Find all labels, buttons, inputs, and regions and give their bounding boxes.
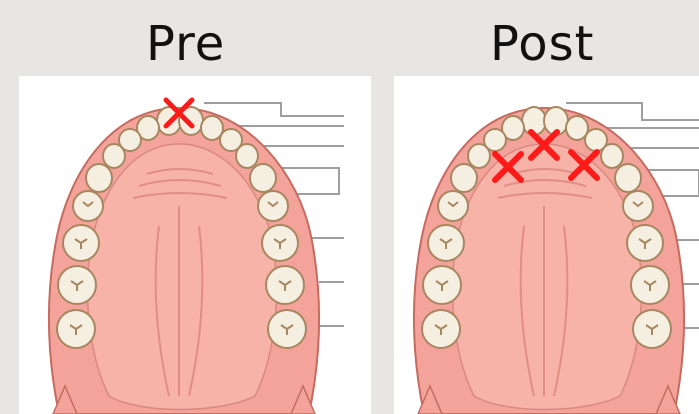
tooth: [451, 164, 477, 192]
upper-jaw-diagram-pre: [19, 76, 371, 414]
tooth: [103, 144, 125, 168]
pre-title: Pre: [146, 14, 225, 74]
palate: [88, 144, 277, 410]
tooth: [601, 144, 623, 168]
pre-panel: [19, 76, 371, 414]
tooth: [86, 164, 112, 192]
palate: [453, 144, 642, 410]
post-title: Post: [490, 14, 594, 74]
tooth: [236, 144, 258, 168]
post-panel: [394, 76, 699, 414]
tooth: [615, 164, 641, 192]
upper-jaw-diagram-post: [394, 76, 699, 414]
tooth: [250, 164, 276, 192]
tooth: [468, 144, 490, 168]
